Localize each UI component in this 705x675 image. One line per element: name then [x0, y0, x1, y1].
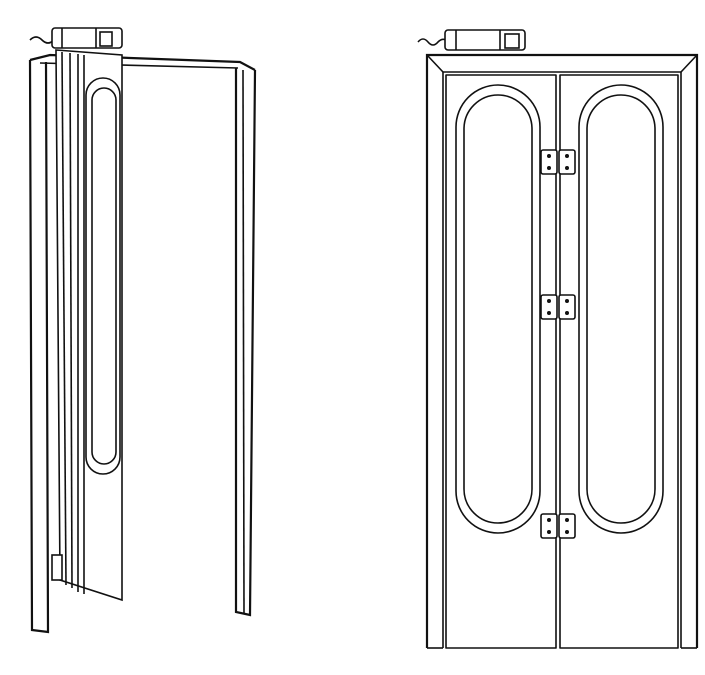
hinge-top — [540, 149, 576, 175]
actuator-motor-right — [417, 29, 526, 51]
hinges — [540, 149, 576, 539]
door-leaf-right — [559, 74, 679, 649]
side-view-open — [28, 27, 257, 634]
door-leaf-open — [51, 49, 123, 602]
hinge-middle — [540, 294, 576, 320]
door-frame-right — [425, 53, 699, 649]
door-leaf-left — [445, 74, 557, 649]
hinge-bottom — [540, 513, 576, 539]
front-view-closed — [417, 29, 699, 649]
actuator-motor-left — [29, 27, 123, 49]
